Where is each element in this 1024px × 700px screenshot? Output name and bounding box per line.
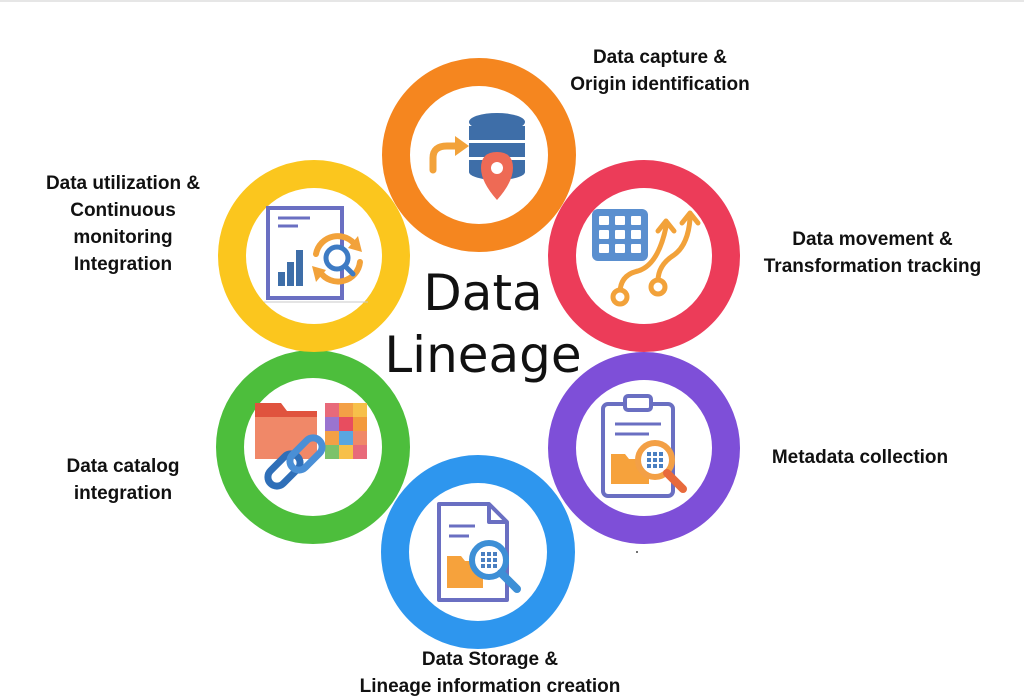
ring-data-catalog [216,350,410,544]
clipboard-search-icon [601,394,687,498]
label-line: Data movement & [792,229,953,250]
label-line: monitoring [73,227,173,248]
stray-dot [636,551,638,553]
label-line: Lineage information creation [359,676,621,697]
label-line: Origin identification [570,74,750,95]
label-data-capture: Data capture & Origin identification [560,44,760,98]
label-data-storage: Data Storage & Lineage information creat… [340,646,640,700]
label-line: Data utilization & [45,173,201,194]
label-metadata-collection: Metadata collection [756,444,964,471]
label-data-catalog: Data catalog integration [48,453,198,507]
folder-link-icon [255,403,367,490]
report-refresh-search-icon [264,206,368,303]
label-line: Continuous [70,200,176,221]
label-line: Transformation tracking [763,256,982,277]
label-line: Data Storage & [421,649,559,670]
label-line: Data catalog [66,456,180,477]
label-line: Integration [73,254,173,275]
label-data-utilization: Data utilization & Continuous monitoring… [24,170,222,278]
label-data-movement: Data movement & Transformation tracking [750,226,995,280]
top-border [0,0,1024,2]
grid-flow-arrows-icon [592,209,701,307]
document-search-icon [437,502,521,602]
diagram-title: Data Lineage [368,262,598,386]
title-line-1: Data [423,264,543,322]
database-location-icon [429,113,525,200]
label-line: Data capture & [592,47,728,68]
label-line: Metadata collection [771,447,949,468]
label-line: integration [73,483,173,504]
ring-data-storage [381,455,575,649]
ring-data-capture [382,58,576,252]
title-line-2: Lineage [384,326,582,384]
